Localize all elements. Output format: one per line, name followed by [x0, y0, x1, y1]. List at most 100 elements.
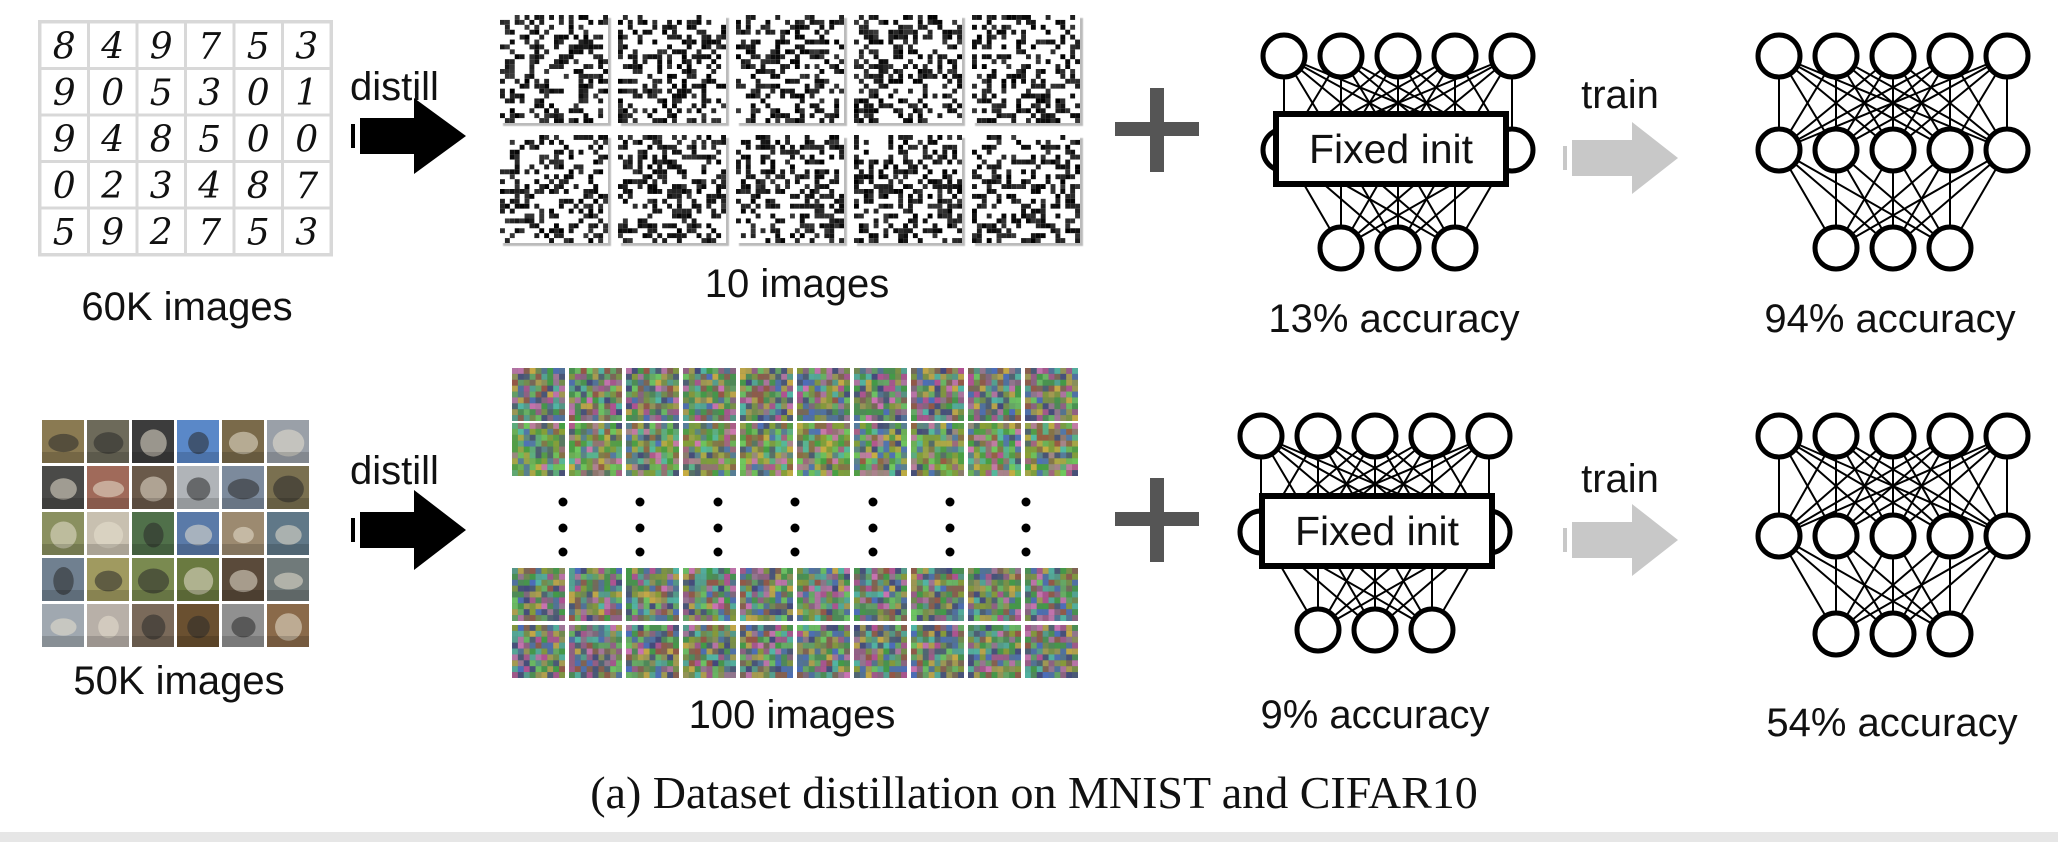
distilled-cifar-image [683, 568, 736, 621]
network-node [1294, 606, 1342, 654]
row-cifar10: 50K images distill 100 images Fixed init… [42, 368, 2031, 745]
distilled-cifar-image [797, 568, 850, 621]
distilled-cifar-image [512, 568, 565, 621]
mnist-digit: 9 [150, 27, 173, 68]
distilled-cifar-image [797, 368, 850, 421]
mnist-digit-cell: 5 [235, 23, 281, 68]
distilled-cifar-image [968, 423, 1021, 476]
cifar-thumbnail [177, 420, 219, 463]
mnist-digit-cell: 0 [235, 116, 281, 161]
mnist-digit: 3 [198, 73, 221, 114]
network-node [1317, 224, 1365, 272]
distilled-cifar-image [797, 625, 850, 678]
mnist-digit-cell: 7 [187, 23, 233, 68]
mnist-digit-cell: 4 [187, 163, 233, 207]
cifar-thumbnail [87, 604, 129, 647]
mnist-plus-icon [1115, 88, 1199, 172]
cifar-thumbnail [222, 420, 264, 463]
distilled-cifar-image [740, 568, 793, 621]
mnist-digit: 4 [197, 166, 221, 207]
network-node [1812, 126, 1860, 174]
figure-caption: (a) Dataset distillation on MNIST and CI… [590, 767, 1478, 818]
mnist-digit-cell: 4 [90, 116, 136, 161]
mnist-digit: 0 [247, 120, 270, 161]
cifar-thumbnail [87, 466, 129, 509]
cifar10-distilled-label: 100 images [689, 693, 896, 737]
mnist-digit-cell: 0 [235, 70, 281, 114]
network-node [1755, 126, 1803, 174]
network-node [1755, 412, 1803, 460]
mnist-digit: 0 [295, 120, 318, 161]
mnist-digit-cell: 3 [138, 163, 184, 207]
network-node [1351, 412, 1399, 460]
network-node [1812, 32, 1860, 80]
cifar-thumbnail [42, 512, 84, 555]
mnist-digit: 5 [53, 213, 76, 254]
cifar10-train-arrow-icon [1563, 504, 1678, 576]
distilled-cifar-image [854, 423, 907, 476]
distilled-mnist-image [500, 135, 611, 246]
mnist-trained-network [1755, 32, 2031, 272]
network-node [1812, 412, 1860, 460]
network-node [1869, 224, 1917, 272]
distilled-cifar-image [569, 625, 622, 678]
mnist-digit: 5 [150, 73, 173, 114]
mnist-digit-cell: 3 [187, 70, 233, 114]
mnist-digit: 0 [101, 73, 124, 114]
distilled-cifar-image [569, 423, 622, 476]
network-node [1926, 32, 1974, 80]
cifar10-distill-arrow-icon [351, 490, 466, 570]
distilled-cifar-image [512, 625, 565, 678]
mnist-digit-cell: 0 [90, 70, 136, 114]
mnist-digit-cell: 5 [235, 209, 281, 254]
mnist-digit: 4 [100, 120, 124, 161]
mnist-digit: 3 [150, 166, 173, 207]
distilled-cifar-image [569, 568, 622, 621]
network-node [1465, 412, 1513, 460]
distilled-cifar-image [626, 625, 679, 678]
distilled-cifar-image [1025, 568, 1078, 621]
mnist-digit: 4 [100, 27, 124, 68]
distilled-cifar-image [911, 423, 964, 476]
mnist-digit-cell: 4 [90, 23, 136, 68]
network-node [1408, 606, 1456, 654]
mnist-digit: 0 [53, 166, 76, 207]
mnist-digit: 5 [247, 27, 270, 68]
mnist-digit: 7 [198, 27, 221, 68]
cifar-thumbnail [42, 420, 84, 463]
network-node [1869, 126, 1917, 174]
mnist-digit: 7 [198, 213, 221, 254]
mnist-digit: 1 [295, 73, 318, 114]
distilled-mnist-image [854, 135, 965, 246]
mnist-digit-cell: 2 [90, 163, 136, 207]
distilled-cifar-image [683, 625, 736, 678]
network-node [1488, 32, 1536, 80]
mnist-digit-cell: 5 [41, 209, 87, 254]
distilled-mnist-image [736, 15, 847, 126]
network-node [1431, 32, 1479, 80]
mnist-digit: 9 [53, 120, 76, 161]
network-node [1926, 224, 1974, 272]
mnist-digit-cell: 9 [138, 23, 184, 68]
cifar10-init-accuracy: 9% accuracy [1261, 693, 1490, 737]
cifar-thumbnail [42, 466, 84, 509]
network-node [1869, 512, 1917, 560]
network-node [1926, 126, 1974, 174]
mnist-digit: 2 [100, 166, 124, 207]
distilled-cifar-image [740, 625, 793, 678]
network-node [1983, 512, 2031, 560]
network-node [1869, 610, 1917, 658]
network-node [1926, 512, 1974, 560]
mnist-digit: 5 [247, 213, 270, 254]
cifar10-fixed-init-box: Fixed init [1259, 493, 1495, 569]
cifar-thumbnail [132, 512, 174, 555]
mnist-digit: 8 [150, 120, 173, 161]
cifar10-train-label: train [1581, 457, 1659, 501]
network-node [1983, 412, 2031, 460]
distilled-cifar-image [911, 368, 964, 421]
mnist-digit: 7 [295, 166, 318, 207]
cifar10-source-grid [42, 420, 309, 647]
mnist-digit-cell: 3 [284, 209, 330, 254]
mnist-digit-cell: 9 [41, 116, 87, 161]
